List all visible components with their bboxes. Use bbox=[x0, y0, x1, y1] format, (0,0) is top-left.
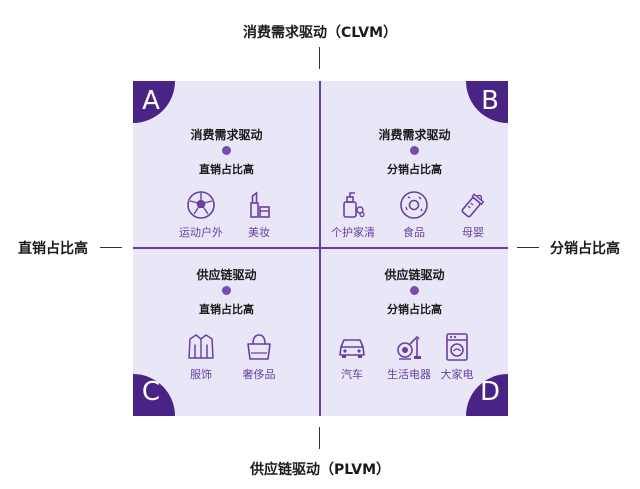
handbag-icon bbox=[247, 334, 271, 360]
item-automobile: 汽车 bbox=[322, 331, 382, 382]
quadrant-c-title: 供应链驱动 bbox=[196, 268, 257, 282]
soccer-ball-icon bbox=[187, 191, 215, 219]
item-label: 汽车 bbox=[341, 368, 363, 381]
item-mother-baby: 母婴 bbox=[443, 189, 503, 240]
item-sports-outdoor: 运动户外 bbox=[171, 189, 231, 240]
quadrant-letter-b: B bbox=[481, 86, 499, 116]
item-label: 大家电 bbox=[440, 368, 474, 381]
quadrant-a-dot bbox=[222, 146, 231, 155]
item-label: 奢侈品 bbox=[242, 368, 276, 381]
quadrant-a-title: 消费需求驱动 bbox=[190, 128, 263, 142]
quadrant-letter-c: C bbox=[141, 377, 161, 407]
vacuum-icon bbox=[397, 335, 421, 360]
item-luxury: 奢侈品 bbox=[229, 331, 289, 382]
quadrant-d-title: 供应链驱动 bbox=[384, 268, 445, 282]
item-major-appliance: 大家电 bbox=[427, 331, 487, 382]
quadrant-a-subtitle: 直销占比高 bbox=[199, 163, 254, 176]
item-label: 母婴 bbox=[462, 226, 484, 239]
soap-bottle-icon bbox=[343, 192, 365, 218]
item-label: 美妆 bbox=[248, 226, 270, 239]
item-label: 个护家清 bbox=[331, 226, 375, 239]
axis-right-label: 分销占比高 bbox=[550, 241, 620, 257]
jacket-icon bbox=[188, 334, 214, 359]
horizontal-divider bbox=[133, 247, 508, 249]
item-personal-care: 个护家清 bbox=[323, 189, 383, 240]
quadrant-d-subtitle: 分销占比高 bbox=[387, 303, 442, 316]
washing-machine-icon bbox=[446, 333, 468, 361]
car-icon bbox=[339, 339, 365, 358]
donut-icon bbox=[400, 191, 428, 219]
item-label: 食品 bbox=[403, 226, 425, 239]
axis-right-tick bbox=[517, 247, 539, 248]
axis-top-label: 消费需求驱动（CLVM） bbox=[242, 25, 398, 41]
axis-bottom-tick bbox=[319, 427, 320, 449]
quadrant-d-dot bbox=[410, 286, 419, 295]
cosmetics-icon bbox=[250, 191, 270, 218]
axis-bottom-label: 供应链驱动（PLVM） bbox=[249, 462, 391, 478]
item-home-appliance: 生活电器 bbox=[379, 331, 439, 382]
quadrant-c-subtitle: 直销占比高 bbox=[199, 303, 254, 316]
quadrant-matrix: A B C D 消费需求驱动 直销占比高 运动户外 美妆 消费需求驱动 分销占比… bbox=[133, 81, 508, 416]
item-food: 食品 bbox=[384, 189, 444, 240]
quadrant-letter-a: A bbox=[142, 86, 160, 116]
quadrant-b-dot bbox=[410, 146, 419, 155]
quadrant-c-dot bbox=[222, 286, 231, 295]
quadrant-b-title: 消费需求驱动 bbox=[378, 128, 451, 142]
item-cosmetics: 美妆 bbox=[229, 189, 289, 240]
quadrant-b-subtitle: 分销占比高 bbox=[387, 163, 442, 176]
item-label: 运动户外 bbox=[179, 226, 223, 239]
quadrant-letter-d: D bbox=[479, 377, 501, 407]
item-apparel: 服饰 bbox=[171, 331, 231, 382]
item-label: 服饰 bbox=[190, 368, 212, 381]
axis-left-tick bbox=[100, 247, 122, 248]
axis-left-label: 直销占比高 bbox=[18, 241, 88, 257]
item-label: 生活电器 bbox=[387, 368, 431, 381]
baby-bottle-icon bbox=[461, 193, 485, 218]
axis-top-tick bbox=[319, 47, 320, 69]
